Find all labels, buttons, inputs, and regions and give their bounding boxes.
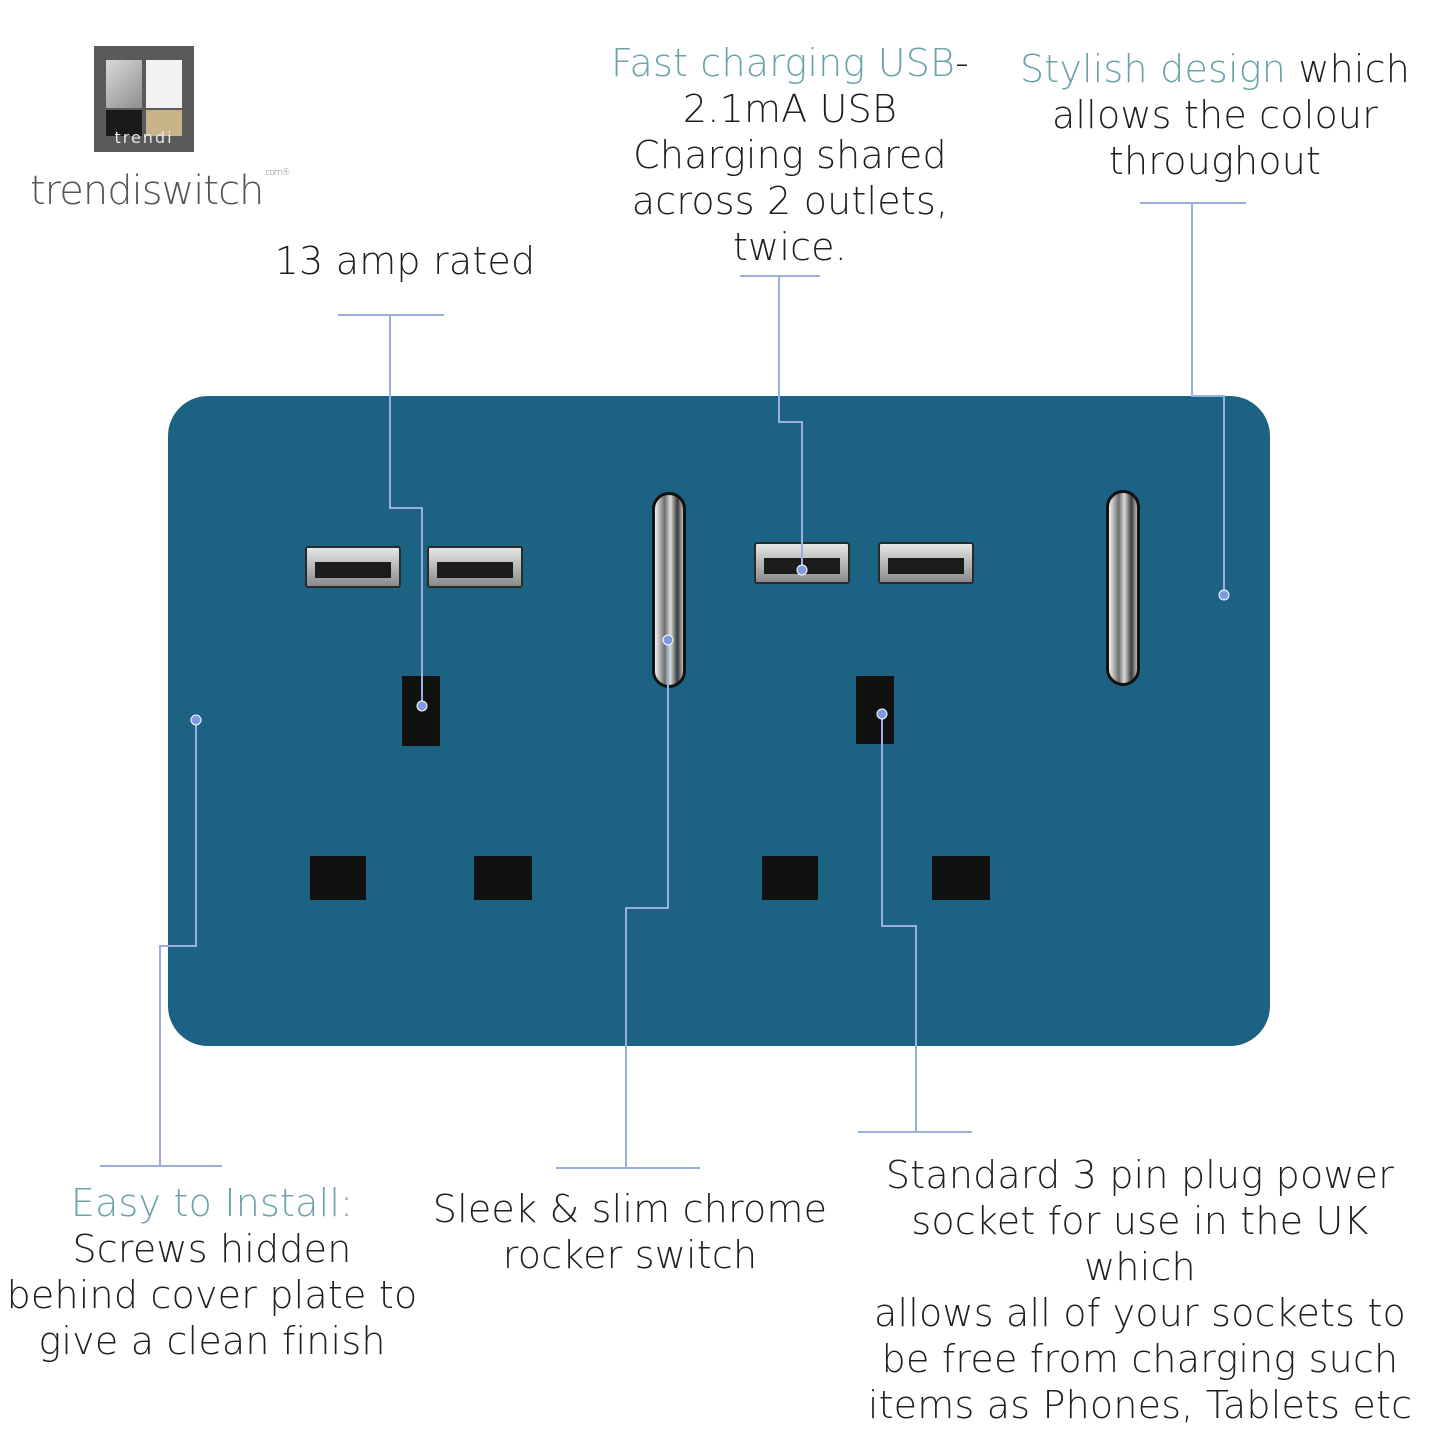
usb-first-line: Fast charging USB- bbox=[600, 40, 980, 86]
rocker-line-2: rocker switch bbox=[502, 1233, 758, 1277]
logo-tile-silver bbox=[106, 60, 142, 108]
usb-port-left-1 bbox=[305, 546, 401, 588]
socket-line-5: items as Phones, Tablets etc bbox=[867, 1383, 1413, 1427]
socket-plate bbox=[168, 396, 1270, 1046]
leader-socket bbox=[881, 714, 917, 1132]
design-line-2: allows the colour bbox=[1051, 93, 1379, 137]
install-highlight: Easy to Install: bbox=[70, 1181, 354, 1225]
socket-line-1: Standard 3 pin plug power bbox=[885, 1153, 1395, 1197]
callout-stylish-design: Stylish design which allows the colour t… bbox=[1010, 46, 1420, 184]
brand-superscript: .com® bbox=[263, 168, 290, 178]
logo-tile-white bbox=[146, 60, 182, 108]
socket-line-4: be free from charging such bbox=[881, 1337, 1399, 1381]
socket-line-2: socket for use in the UK which bbox=[911, 1199, 1369, 1289]
leader-rocker-dot bbox=[662, 634, 674, 646]
amp-rating-text: 13 amp rated bbox=[274, 239, 536, 283]
leader-usb bbox=[778, 276, 803, 570]
callout-amp-rating: 13 amp rated bbox=[260, 238, 550, 284]
brand-name: trendiswitch.com® bbox=[30, 168, 291, 214]
neutral-pin-right bbox=[932, 856, 990, 900]
callout-easy-install: Easy to Install: Screws hidden behind co… bbox=[4, 1180, 420, 1364]
usb-line-5: twice. bbox=[732, 225, 848, 269]
logo-tile-black bbox=[106, 110, 142, 136]
leader-amp bbox=[389, 315, 423, 706]
usb-line-4: across 2 outlets, bbox=[631, 179, 949, 223]
callout-rocker-switch: Sleek & slim chrome rocker switch bbox=[430, 1186, 830, 1278]
rocker-switch-right[interactable] bbox=[1106, 490, 1140, 686]
rocker-line-1: Sleek & slim chrome bbox=[432, 1187, 828, 1231]
logo-tile-gold bbox=[146, 110, 182, 136]
earth-pin-right bbox=[856, 676, 894, 744]
leader-socket-dot bbox=[876, 708, 888, 720]
leader-usb-dot bbox=[796, 564, 808, 576]
socket-line-3: allows all of your sockets to bbox=[873, 1291, 1406, 1335]
install-line-3: give a clean finish bbox=[38, 1319, 386, 1363]
usb-highlight: Fast charging USB bbox=[610, 41, 956, 85]
brand-name-text: trendiswitch bbox=[30, 168, 264, 214]
neutral-pin-left bbox=[474, 856, 532, 900]
design-line-3: throughout bbox=[1108, 139, 1322, 183]
leader-install bbox=[159, 720, 197, 1166]
design-first-line: Stylish design which bbox=[1010, 46, 1420, 92]
leader-design bbox=[1191, 203, 1225, 595]
callout-usb-charging: Fast charging USB- 2.1mA USB Charging sh… bbox=[600, 40, 980, 270]
design-highlight: Stylish design bbox=[1019, 47, 1287, 91]
live-pin-left bbox=[310, 856, 366, 900]
leader-design-dot bbox=[1218, 589, 1230, 601]
live-pin-right bbox=[762, 856, 818, 900]
leader-rocker bbox=[625, 640, 669, 1168]
usb-dash: - bbox=[955, 41, 970, 85]
logo-mark-text: trendi bbox=[114, 128, 174, 147]
usb-port-right-2 bbox=[878, 542, 974, 584]
usb-port-left-2 bbox=[427, 546, 523, 588]
leader-install-dot bbox=[190, 714, 202, 726]
leader-amp-dot bbox=[416, 700, 428, 712]
callout-standard-socket: Standard 3 pin plug power socket for use… bbox=[852, 1152, 1428, 1428]
install-line-2: behind cover plate to bbox=[6, 1273, 418, 1317]
usb-line-2: 2.1mA USB bbox=[682, 87, 898, 131]
install-line-1: Screws hidden bbox=[72, 1227, 352, 1271]
design-rest-first: which bbox=[1286, 47, 1411, 91]
brand-logo-mark: trendi bbox=[94, 46, 194, 152]
usb-line-3: Charging shared bbox=[633, 133, 947, 177]
